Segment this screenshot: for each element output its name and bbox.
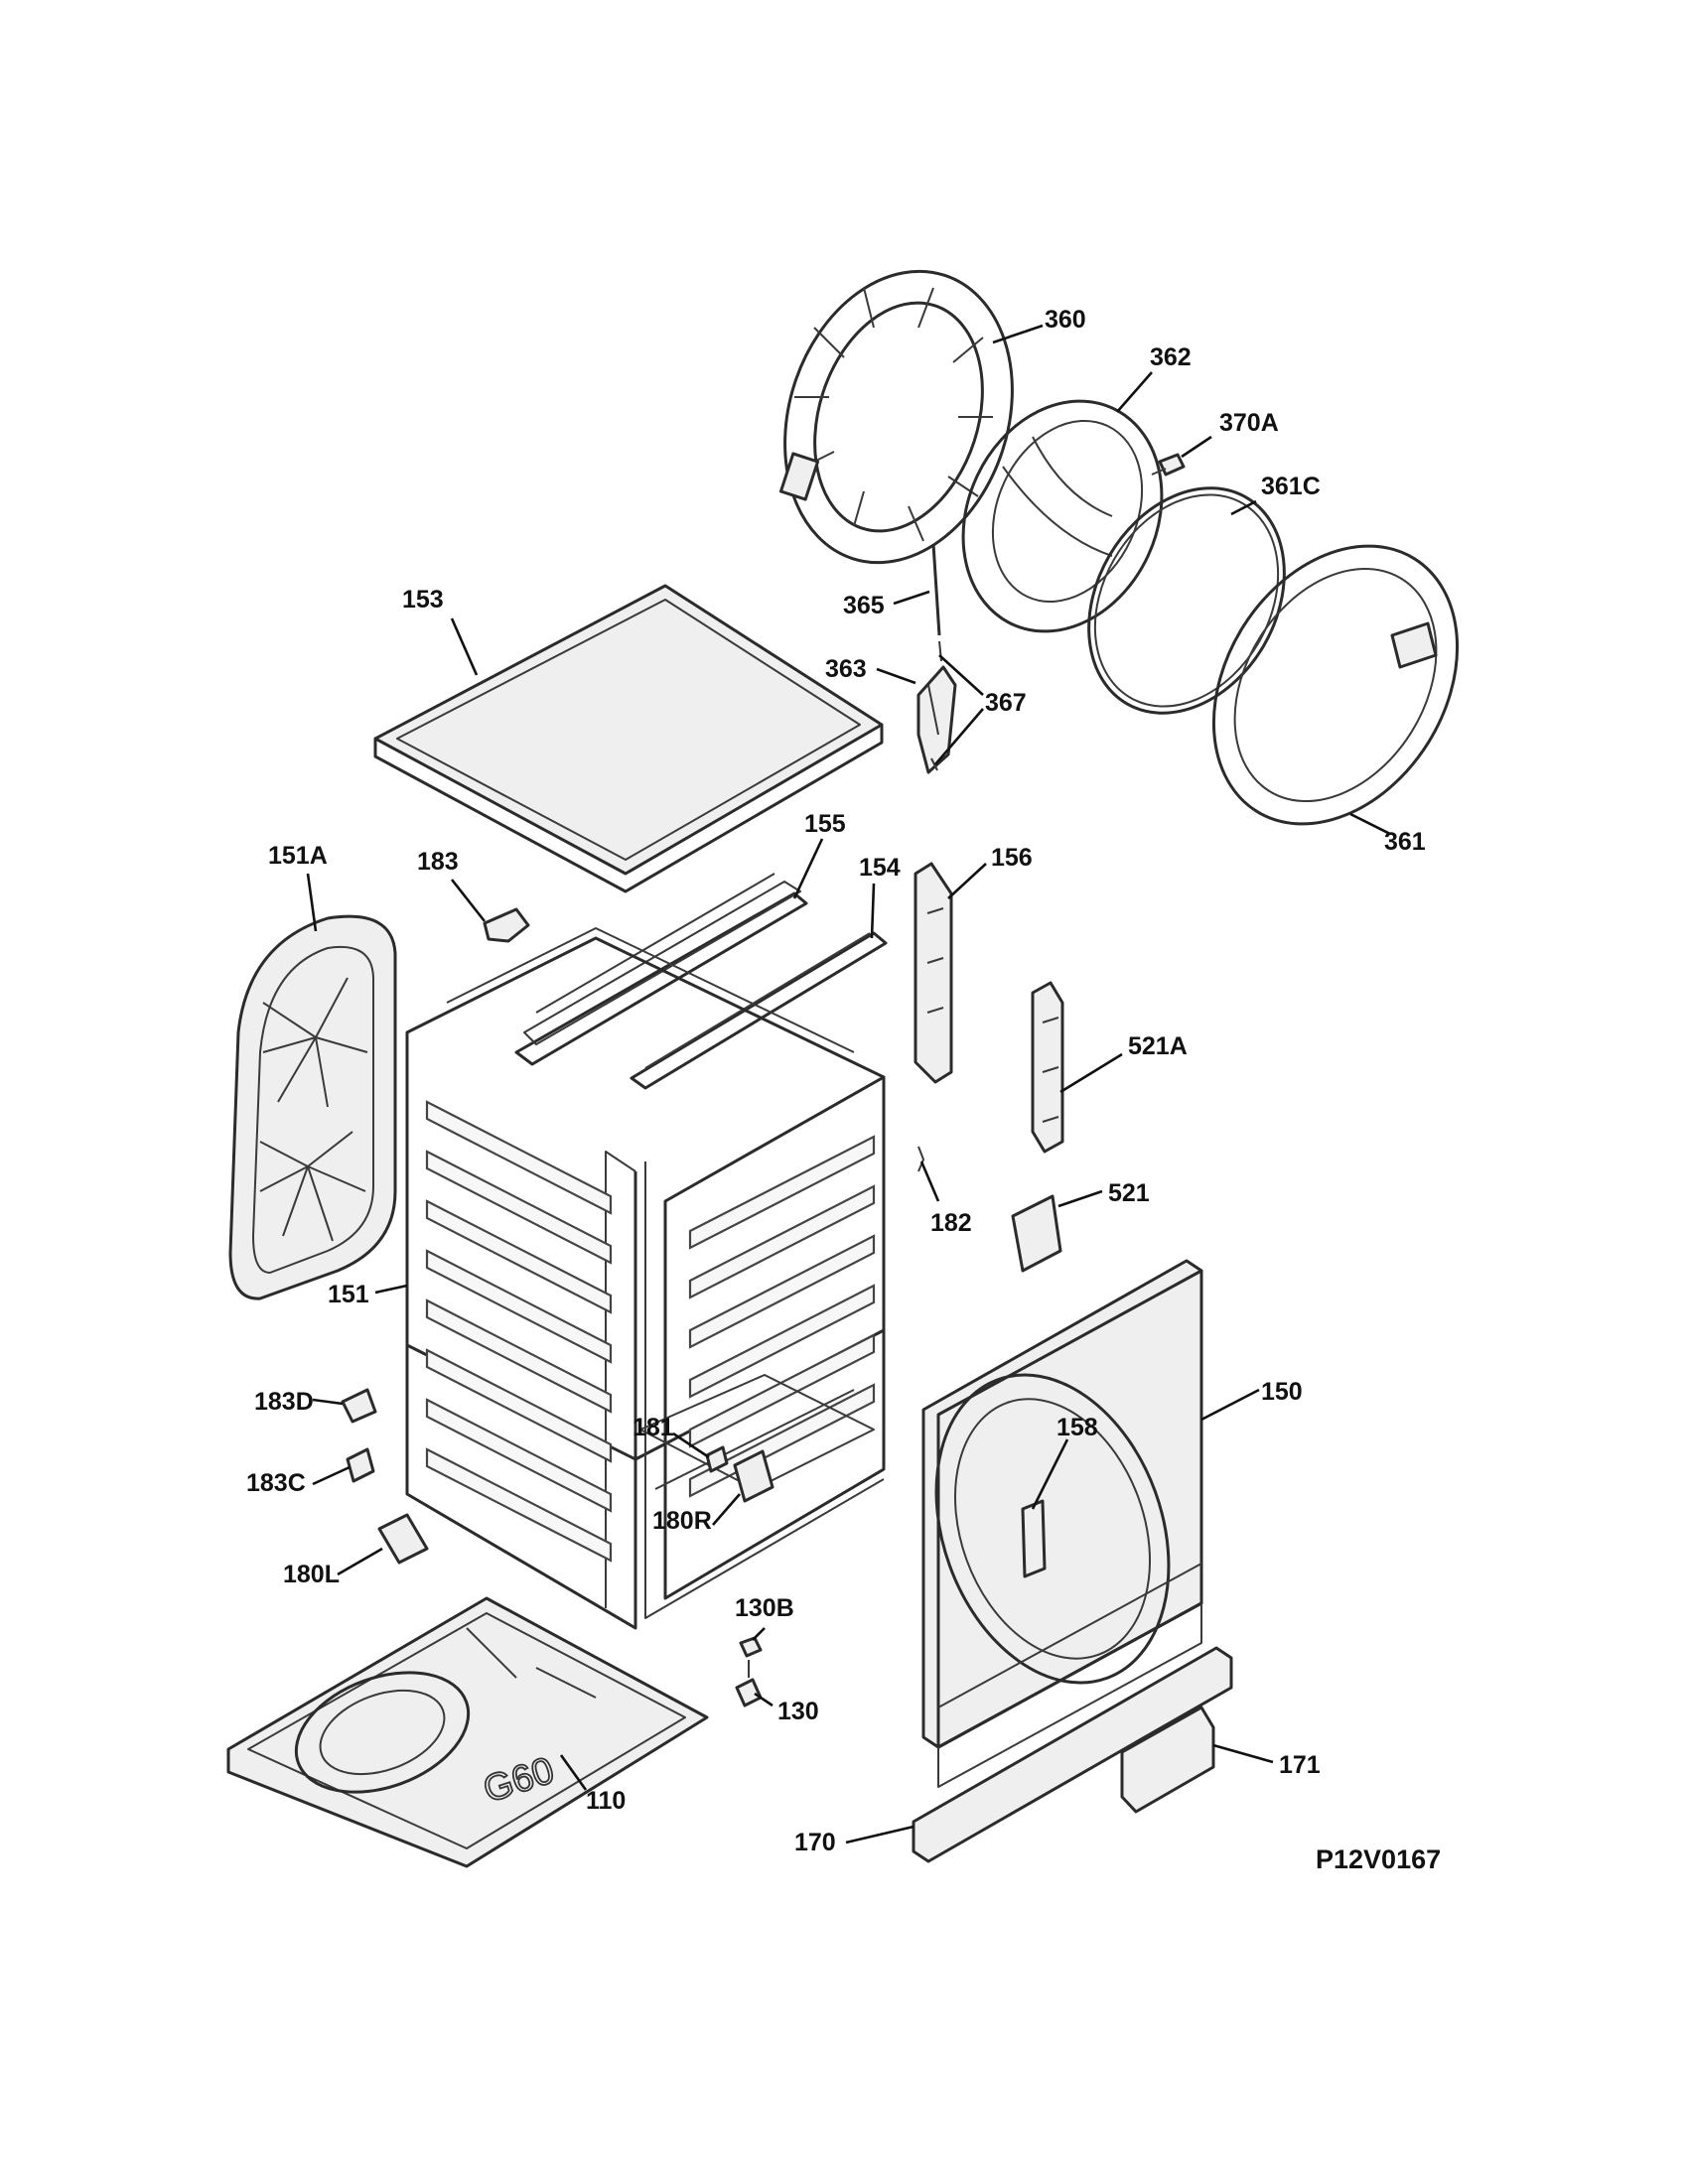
foot-bracket-180R — [733, 1449, 774, 1503]
callout-183: 183 — [417, 848, 459, 876]
callout-154: 154 — [859, 854, 901, 882]
cabinet-side-ribs — [425, 1100, 876, 1563]
callout-183C: 183C — [246, 1469, 306, 1497]
foot-bracket-180L — [377, 1513, 429, 1565]
side-bracket-521A — [1031, 981, 1064, 1154]
callout-labels: 360 362 370A 361C 365 363 367 361 153 15… — [246, 306, 1426, 1856]
bracket-183 — [483, 907, 530, 943]
top-brace-155 — [514, 873, 808, 1066]
callout-130: 130 — [777, 1698, 819, 1725]
kick-panel-170 — [912, 1646, 1233, 1863]
callout-180L: 180L — [283, 1561, 340, 1588]
leveling-foot-130 — [735, 1660, 763, 1707]
rear-panel-151A — [228, 914, 397, 1300]
window-latch-158 — [1021, 1499, 1047, 1578]
callout-521A: 521A — [1128, 1032, 1188, 1060]
callout-182: 182 — [930, 1209, 972, 1237]
clip-183C — [346, 1447, 375, 1483]
callout-170: 170 — [794, 1829, 836, 1856]
callout-150: 150 — [1261, 1378, 1303, 1406]
base-pan-110: G60 — [226, 1596, 709, 1868]
door-outer-frame-361 — [1211, 544, 1460, 826]
callout-363: 363 — [825, 655, 867, 683]
clip-183D — [341, 1388, 377, 1424]
cabinet-151 — [405, 927, 886, 1630]
door-inner-frame-360 — [778, 269, 1014, 565]
callout-181: 181 — [633, 1414, 674, 1441]
callout-360: 360 — [1045, 306, 1086, 334]
callout-361: 361 — [1384, 828, 1426, 856]
door-glass-bowl-362 — [961, 399, 1164, 633]
callout-521: 521 — [1108, 1179, 1150, 1207]
callout-365: 365 — [843, 592, 885, 619]
callout-110: 110 — [586, 1787, 626, 1815]
callout-156: 156 — [991, 844, 1033, 872]
callout-362: 362 — [1150, 343, 1192, 371]
door-lock-521 — [1011, 1194, 1062, 1273]
door-gasket-ring-361C — [1087, 486, 1286, 715]
clip-181 — [705, 1445, 729, 1473]
hinge-pin-365 — [931, 543, 941, 636]
callout-171: 171 — [1279, 1751, 1321, 1779]
callout-153: 153 — [402, 586, 444, 614]
top-brace-154 — [630, 931, 888, 1090]
callout-183D: 183D — [254, 1388, 314, 1416]
diagram-reference-code: P12V0167 — [1316, 1844, 1441, 1874]
front-panel-150 — [921, 1259, 1203, 1788]
service-door-171 — [1120, 1706, 1215, 1814]
callout-361C: 361C — [1261, 473, 1321, 500]
callout-151: 151 — [328, 1281, 369, 1308]
top-cover-153 — [373, 584, 884, 893]
foot-nut-130B — [739, 1636, 763, 1658]
callout-180R: 180R — [652, 1507, 712, 1535]
callout-158: 158 — [1056, 1414, 1098, 1441]
callout-155: 155 — [804, 810, 846, 838]
screw-370A — [1151, 453, 1186, 477]
side-bracket-156 — [914, 862, 953, 1084]
callout-151A: 151A — [268, 842, 328, 870]
callout-370A: 370A — [1219, 409, 1279, 437]
leader-lines — [306, 324, 1391, 1844]
spring-182 — [917, 1146, 924, 1172]
callout-367: 367 — [985, 689, 1027, 717]
door-hinge-363 — [916, 665, 957, 774]
callout-130B: 130B — [735, 1594, 794, 1622]
